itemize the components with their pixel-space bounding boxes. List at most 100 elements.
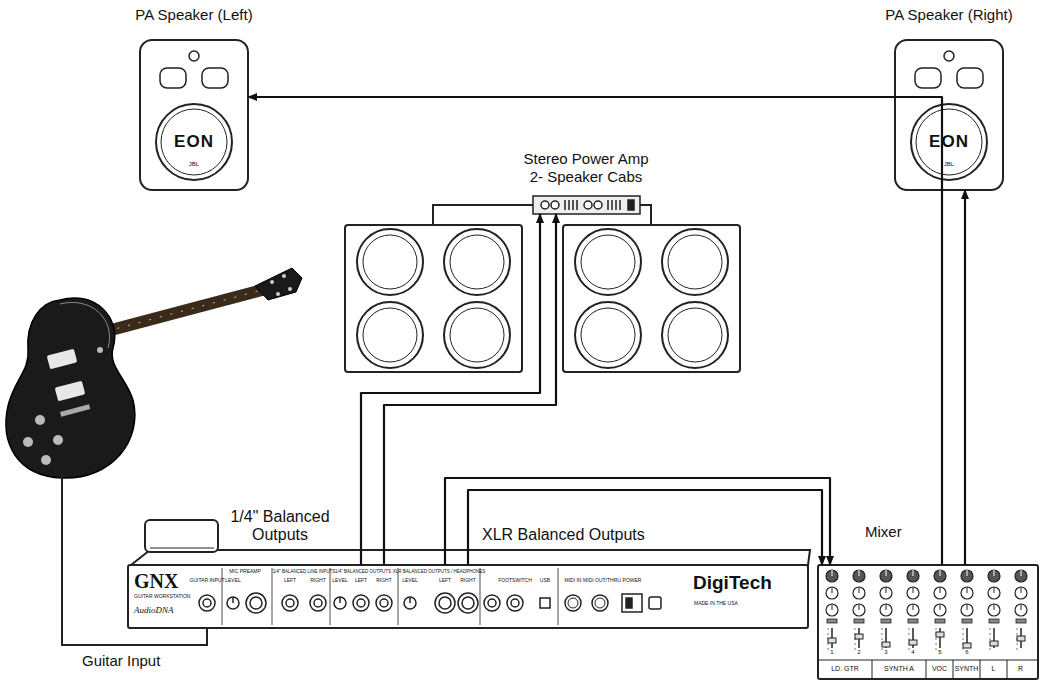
fader-scale: [962, 649, 964, 650]
fader-scale: [908, 629, 910, 630]
mixer-knob: [940, 587, 941, 593]
label-text: RIGHT: [460, 578, 476, 584]
label-text: LEVEL: [402, 578, 418, 584]
mixer-knob: [859, 604, 860, 610]
xlr-jack: [439, 597, 451, 609]
label-text: 1/4" BALANCED LINE INPUTS: [273, 569, 335, 574]
label-text: MIDI OUT/THRU: [583, 578, 621, 584]
pa-speaker: [156, 104, 232, 180]
speaker-cable: [640, 205, 651, 225]
mixer-button: [1016, 619, 1026, 623]
power-switch: [622, 594, 642, 612]
label-text: EON: [929, 132, 969, 152]
power-amp: [541, 201, 549, 209]
mixer-control: [826, 570, 1027, 649]
fader-scale: [908, 649, 910, 650]
mixer-knob: [1021, 604, 1022, 610]
mixer-knob: [994, 570, 995, 576]
mixer-knob: [880, 604, 892, 616]
label-text: 6: [965, 649, 968, 656]
gnx-housing: [131, 550, 810, 565]
pa-speaker: [189, 51, 199, 61]
speaker-cone: [662, 229, 728, 295]
label-text: L: [992, 665, 996, 673]
fader-scale: [881, 639, 883, 640]
power-amp: [551, 201, 559, 209]
fader-cap: [882, 642, 890, 647]
fader-scale: [989, 649, 991, 650]
speaker-cone: [363, 235, 417, 289]
mixer-knob: [934, 570, 946, 582]
guitar: [35, 415, 45, 425]
pa-speaker: [202, 68, 228, 88]
fader-scale: [827, 649, 829, 650]
mixer-knob: [940, 604, 941, 610]
power-amp: [594, 201, 602, 209]
speaker-cone: [575, 302, 641, 368]
label-text: JBL: [189, 161, 199, 168]
callout-label: 1/4" Balanced Outputs: [220, 508, 340, 544]
mixer-button: [854, 619, 864, 623]
fader-scale: [962, 629, 964, 630]
jack: [282, 595, 298, 611]
guitar: [255, 268, 302, 300]
gnx-housing: [150, 548, 214, 549]
knob: [404, 597, 416, 609]
mixer-knob: [859, 570, 860, 576]
power-switch: [626, 598, 632, 608]
label-text: RIGHT: [310, 578, 326, 584]
mixer-knob: [859, 587, 860, 593]
jack: [353, 595, 369, 611]
power-amp: [533, 196, 640, 214]
label-text: POWER: [623, 578, 642, 584]
jack: [511, 599, 519, 607]
mixer-knob: [1015, 604, 1027, 616]
speaker-cabinet: [345, 225, 522, 372]
guitar: [96, 290, 262, 334]
pa-speaker: [161, 109, 227, 175]
label-text: LEFT: [355, 578, 367, 584]
guitar: [97, 347, 103, 353]
label-text: AudioDNA: [134, 605, 174, 615]
pa-speaker: [140, 40, 1003, 190]
guitar: [60, 404, 90, 417]
speaker-cone: [357, 229, 728, 368]
label-text: SYNTH: [955, 665, 979, 673]
midi-jack: [568, 598, 578, 608]
guitar: [41, 455, 51, 465]
speaker-cone: [575, 229, 641, 295]
mixer-knob: [886, 604, 887, 610]
label-text: USB: [540, 578, 550, 584]
fader-scale: [827, 634, 829, 635]
power-amp: Stereo Power Amp 2- Speaker Cabs: [533, 196, 640, 214]
mixer-knob: [961, 587, 973, 599]
mixer-knob: [880, 587, 892, 599]
mixer-knob: [907, 570, 919, 582]
jack: [484, 595, 500, 611]
fader-scale: [908, 634, 910, 635]
mixer-knob: [913, 570, 914, 576]
label-text: GNX: [134, 570, 178, 593]
jack: [203, 599, 211, 607]
label-text: R: [1018, 665, 1023, 673]
mixer-button: [962, 619, 972, 623]
guitar: [60, 302, 110, 348]
mixer-knob: [988, 604, 1000, 616]
usb-port: [540, 598, 550, 608]
dc-jack: [649, 597, 661, 609]
label-text: Mixer: [865, 523, 902, 540]
fader-scale: [1016, 644, 1018, 645]
label-text: LEVEL: [332, 578, 348, 584]
mixer-button: [935, 619, 945, 623]
guitar: [6, 268, 302, 478]
pa-speaker: [957, 68, 983, 88]
mixer-knob: [934, 604, 946, 616]
jack: [376, 595, 392, 611]
label-text: MIC PREAMP: [229, 569, 261, 575]
mixer-body: [872, 660, 1007, 679]
mixer-knob: [961, 604, 973, 616]
fader-scale: [881, 649, 883, 650]
midi-jack: [565, 595, 581, 611]
fader-scale: [827, 629, 829, 630]
mixer-knob: [988, 587, 1000, 599]
